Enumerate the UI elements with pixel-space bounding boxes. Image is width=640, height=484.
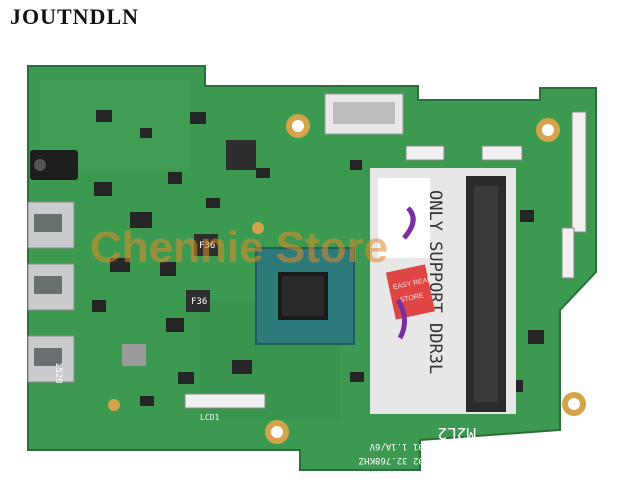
via-pad bbox=[252, 222, 264, 234]
inductor bbox=[122, 344, 146, 366]
cpu-die-surface bbox=[282, 276, 324, 316]
lcd-label: LCD1 bbox=[200, 413, 219, 422]
side-connector bbox=[571, 111, 587, 233]
mount-hole-center bbox=[568, 398, 580, 410]
power-connector-pins bbox=[333, 102, 395, 124]
usb-port-1 bbox=[27, 201, 75, 249]
brand-title: JOUTNDLN bbox=[10, 4, 140, 29]
side-connector bbox=[561, 227, 575, 279]
power-block bbox=[194, 234, 218, 256]
board-code: FS401 1.1A/6V bbox=[369, 441, 440, 451]
block-label-1: F36 bbox=[199, 241, 215, 251]
port-label: 1528 bbox=[53, 362, 63, 384]
audio-jack-hole bbox=[34, 159, 46, 171]
mount-hole-center bbox=[292, 120, 304, 132]
block-label-2: F36 bbox=[191, 297, 207, 307]
mount-hole-center bbox=[542, 124, 554, 136]
usb-port-3 bbox=[27, 335, 75, 383]
marker-stroke bbox=[402, 206, 416, 240]
ribbon-connector bbox=[481, 145, 523, 161]
slot-label: M2L2 bbox=[437, 424, 476, 443]
ribbon-connector bbox=[405, 145, 445, 161]
marker-stroke bbox=[395, 298, 407, 340]
mount-hole-center bbox=[271, 426, 283, 438]
lcd-connector bbox=[184, 393, 266, 409]
ddr-note: ONLY SUPPORT DDR3L bbox=[425, 190, 445, 374]
audio-jack bbox=[30, 150, 78, 180]
part-line: X1802 32.768KHZ bbox=[358, 455, 440, 465]
usb-port-2 bbox=[27, 263, 75, 311]
via-pad bbox=[108, 399, 120, 411]
power-block bbox=[186, 290, 210, 312]
shield-window bbox=[378, 178, 430, 258]
sticker-line-2: STORE bbox=[399, 292, 424, 304]
inductor bbox=[226, 140, 256, 170]
store-sticker: EASY READY STORE bbox=[385, 264, 438, 320]
store-watermark: Chennie Store bbox=[90, 223, 388, 272]
ram-slot-contacts bbox=[474, 186, 498, 402]
